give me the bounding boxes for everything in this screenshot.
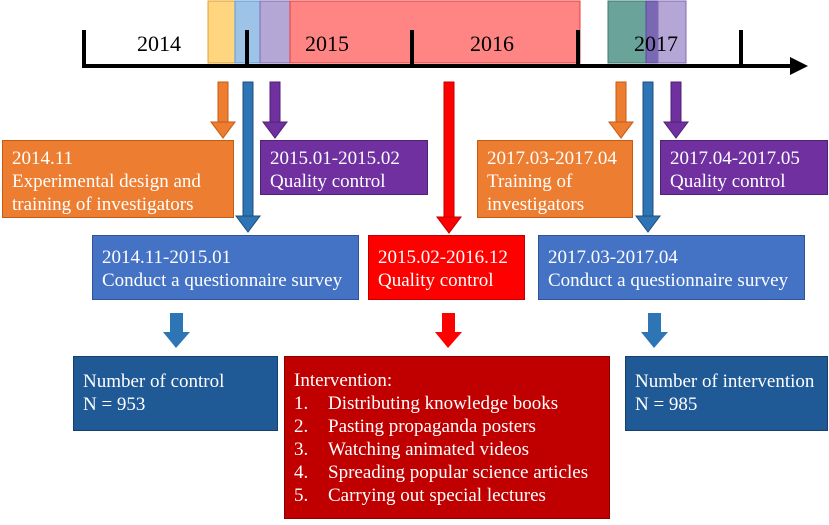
training-2017-line-2: investigators: [487, 194, 585, 215]
intervention-count-value: N = 985: [635, 394, 698, 415]
timeline-arrowhead: [790, 57, 808, 75]
intervention-item-text: Distributing knowledge books: [328, 393, 559, 414]
arrow-blue-lower-right-head: [641, 332, 668, 348]
intervention-item-number: 1.: [294, 393, 309, 414]
arrow-blue-2014-head: [235, 215, 261, 233]
intervention-item-text: Watching animated videos: [328, 439, 530, 460]
qc-2015-label: Quality control: [270, 171, 386, 192]
training-2017-line-1: Training of: [487, 171, 573, 192]
arrow-purple-2017-shaft: [670, 81, 682, 123]
survey-2014-label: Conduct a questionnaire survey: [102, 270, 343, 291]
design-line-1: Experimental design and: [12, 171, 201, 192]
arrow-orange-2017-head: [608, 121, 634, 139]
year-label-2015: 2015: [305, 31, 349, 56]
control-count-value: N = 953: [83, 394, 146, 415]
arrow-red-shaft: [443, 81, 455, 218]
intervention-item-text: Pasting propaganda posters: [328, 416, 536, 437]
design-date: 2014.11: [12, 148, 74, 169]
band-lavender-2017: [657, 0, 687, 64]
arrow-red-lower-head: [435, 332, 462, 348]
control-count-box: Number of control N = 953: [73, 356, 278, 431]
intervention-item-number: 4.: [294, 462, 309, 483]
arrow-blue-lower-right-shaft: [648, 313, 661, 332]
arrow-orange-2014-head: [210, 121, 236, 139]
qc-2017-label: Quality control: [670, 171, 786, 192]
intervention-count-box: Number of intervention N = 985: [625, 356, 828, 431]
intervention-title: Intervention:: [294, 370, 393, 391]
arrow-red-head: [436, 216, 462, 234]
training-2017-date: 2017.03-2017.04: [487, 148, 617, 169]
intervention-item: 3. Watching animated videos: [294, 438, 600, 461]
intervention-item-number: 3.: [294, 439, 309, 460]
intervention-item: 2. Pasting propaganda posters: [294, 415, 600, 438]
survey-2017-box: 2017.03-2017.04 Conduct a questionnaire …: [538, 235, 805, 300]
design-line-2: training of investigators: [12, 194, 194, 215]
arrow-blue-2017-shaft: [642, 81, 654, 217]
year-label-2016: 2016: [470, 31, 514, 56]
arrow-red-lower-shaft: [442, 313, 455, 332]
intervention-item: 4. Spreading popular science articles: [294, 461, 600, 484]
band-orange-2014: [207, 0, 236, 64]
intervention-item: 5. Carrying out special lectures: [294, 484, 600, 507]
qc-2015-box: 2015.01-2015.02 Quality control: [260, 140, 428, 195]
qc-2015-date: 2015.01-2015.02: [270, 148, 400, 169]
band-purple-2015: [259, 0, 291, 64]
arrow-blue-lower-left-head: [163, 332, 190, 348]
qc-main-date: 2015.02-2016.12: [378, 247, 508, 268]
training-2017-box: 2017.03-2017.04 Training of investigator…: [477, 140, 633, 218]
band-red-2015-2016: [289, 0, 581, 64]
qc-2017-box: 2017.04-2017.05 Quality control: [660, 140, 828, 195]
year-label-2017: 2017: [634, 31, 678, 56]
qc-main-label: Quality control: [378, 270, 494, 291]
survey-2017-label: Conduct a questionnaire survey: [548, 270, 789, 291]
design-box: 2014.11 Experimental design and training…: [2, 140, 234, 218]
arrow-blue-2014-shaft: [242, 81, 254, 217]
intervention-item-number: 2.: [294, 416, 309, 437]
intervention-list: 1. Distributing knowledge books 2. Pasting…: [294, 392, 600, 507]
arrow-orange-2017-shaft: [615, 81, 627, 123]
survey-2017-date: 2017.03-2017.04: [548, 247, 678, 268]
year-label-2014: 2014: [137, 31, 181, 56]
intervention-item-number: 5.: [294, 485, 309, 506]
arrow-orange-2014-shaft: [217, 81, 229, 123]
intervention-item-text: Spreading popular science articles: [328, 462, 589, 483]
control-count-label: Number of control: [83, 371, 225, 392]
survey-2014-box: 2014.11-2015.01 Conduct a questionnaire …: [92, 235, 359, 300]
band-teal-2017: [607, 0, 647, 64]
arrow-purple-2015-head: [262, 121, 288, 139]
intervention-item: 1. Distributing knowledge books: [294, 392, 600, 415]
qc-2017-date: 2017.04-2017.05: [670, 148, 800, 169]
survey-2014-date: 2014.11-2015.01: [102, 247, 232, 268]
intervention-box: Intervention: 1. Distributing knowledge b…: [284, 356, 610, 519]
intervention-count-label: Number of intervention: [635, 371, 815, 392]
intervention-item-text: Carrying out special lectures: [328, 485, 546, 506]
qc-main-box: 2015.02-2016.12 Quality control: [368, 235, 525, 300]
arrow-purple-2017-head: [663, 121, 689, 139]
arrow-purple-2015-shaft: [269, 81, 281, 123]
arrow-blue-2017-head: [635, 215, 661, 233]
arrow-blue-lower-left-shaft: [170, 313, 183, 332]
